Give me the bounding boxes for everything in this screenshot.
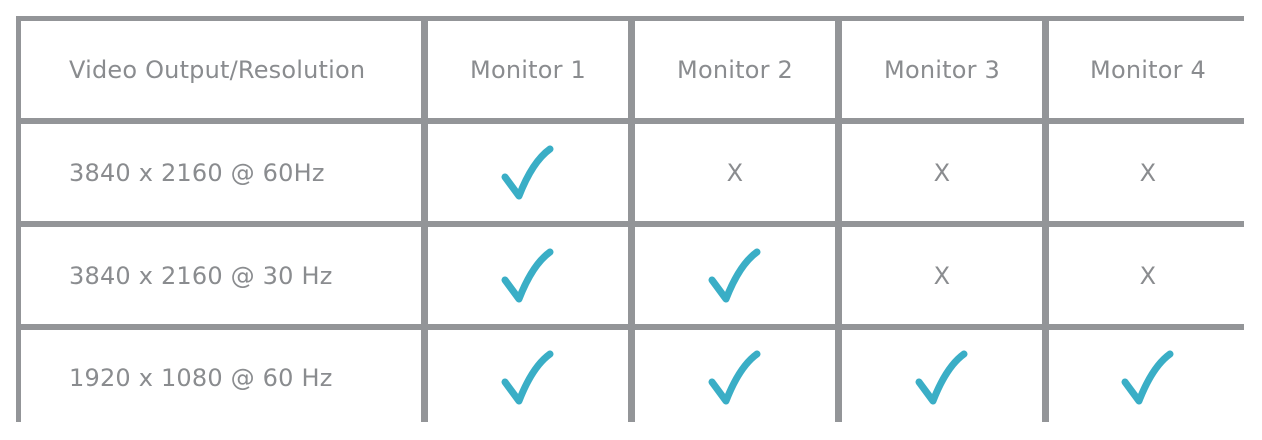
unsupported-mark: X [933,261,951,290]
row-2-monitor-2 [635,227,835,324]
header-monitor-2: Monitor 2 [635,21,835,118]
row-3-monitor-3 [842,330,1042,425]
row-3-monitor-2 [635,330,835,425]
row-1-monitor-4: X [1049,124,1247,221]
row-1-monitor-1 [428,124,628,221]
row-2-resolution: 3840 x 2160 @ 30 Hz [21,227,421,324]
row-3-resolution: 1920 x 1080 @ 60 Hz [21,330,421,425]
row-2-monitor-1 [428,227,628,324]
unsupported-mark: X [1139,261,1157,290]
row-1-monitor-2: X [635,124,835,221]
checkmark-icon [500,144,556,202]
row-2-monitor-3: X [842,227,1042,324]
unsupported-mark: X [1139,158,1157,187]
header-monitor-1: Monitor 1 [428,21,628,118]
checkmark-icon [500,247,556,305]
checkmark-icon [500,349,556,407]
row-2-monitor-4: X [1049,227,1247,324]
row-1-resolution: 3840 x 2160 @ 60Hz [21,124,421,221]
row-3-monitor-4 [1049,330,1247,425]
checkmark-icon [707,349,763,407]
row-3-monitor-1 [428,330,628,425]
unsupported-mark: X [933,158,951,187]
checkmark-icon [914,349,970,407]
header-monitor-3: Monitor 3 [842,21,1042,118]
header-video-output: Video Output/Resolution [21,21,421,118]
row-1-monitor-3: X [842,124,1042,221]
header-monitor-4: Monitor 4 [1049,21,1247,118]
checkmark-icon [1120,349,1176,407]
unsupported-mark: X [726,158,744,187]
checkmark-icon [707,247,763,305]
support-table: Video Output/Resolution Monitor 1 Monito… [16,16,1247,425]
